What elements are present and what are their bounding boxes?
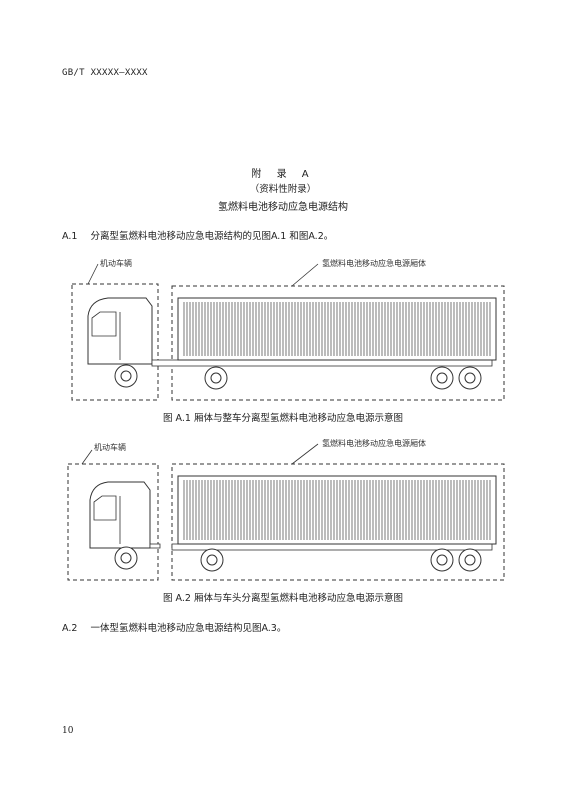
page-number: 10	[62, 726, 74, 736]
wheel-rear-1	[430, 366, 454, 390]
figure-a2-diagram: 机动车辆 氢燃料电池移动应急电源厢体	[67, 438, 505, 581]
wheel-trailer-front	[204, 366, 228, 390]
container-ribs	[182, 302, 492, 356]
appendix-type: （资料性附录）	[249, 184, 317, 195]
vehicle-dashed-frame	[67, 463, 159, 581]
paragraph-number: A.2	[62, 623, 78, 634]
wheel-front	[114, 546, 138, 570]
cab-window	[91, 311, 117, 337]
paragraph-number: A.1	[62, 231, 78, 242]
cab-window	[93, 495, 117, 521]
vehicle-dashed-frame	[71, 283, 159, 401]
appendix-title: 氢燃料电池移动应急电源结构	[218, 202, 348, 213]
paragraph-a2: A.2 一体型氢燃料电池移动应急电源结构见图A.3。	[62, 620, 286, 634]
box-dashed-frame	[171, 285, 505, 401]
figure-a2-caption: 图 A.2 厢体与车头分离型氢燃料电池移动应急电源示意图	[163, 593, 403, 604]
figure-a1-caption: 图 A.1 厢体与整车分离型氢燃料电池移动应急电源示意图	[163, 413, 403, 424]
cab-coupler	[149, 543, 161, 549]
vehicle-leader-line	[87, 263, 99, 285]
wheel-rear-1	[430, 548, 454, 572]
vehicle-label: 机动车辆	[100, 258, 132, 268]
vehicle-label: 机动车辆	[94, 442, 126, 452]
wheel-front	[114, 364, 138, 388]
figure-a1-diagram: 机动车辆 氢燃料电池移动应急电源厢体	[71, 258, 505, 401]
paragraph-text: 分离型氢燃料电池移动应急电源结构的见图A.1 和图A.2。	[90, 231, 334, 242]
paragraph-a1: A.1 分离型氢燃料电池移动应急电源结构的见图A.1 和图A.2。	[62, 228, 333, 242]
vehicle-leader-line	[81, 449, 93, 465]
box-label: 氢燃料电池移动应急电源厢体	[322, 258, 426, 268]
standard-code: GB/T XXXXX—XXXX	[62, 68, 148, 78]
paragraph-text: 一体型氢燃料电池移动应急电源结构见图A.3。	[90, 623, 287, 634]
box-leader-line	[291, 443, 319, 465]
container-ribs	[182, 480, 492, 540]
chassis-frame	[151, 359, 493, 367]
box-label: 氢燃料电池移动应急电源厢体	[322, 438, 426, 448]
wheel-rear-2	[458, 548, 482, 572]
appendix-label: 附 录 A	[251, 169, 315, 180]
wheel-trailer-front	[200, 548, 224, 572]
box-leader-line	[291, 263, 319, 287]
wheel-rear-2	[458, 366, 482, 390]
